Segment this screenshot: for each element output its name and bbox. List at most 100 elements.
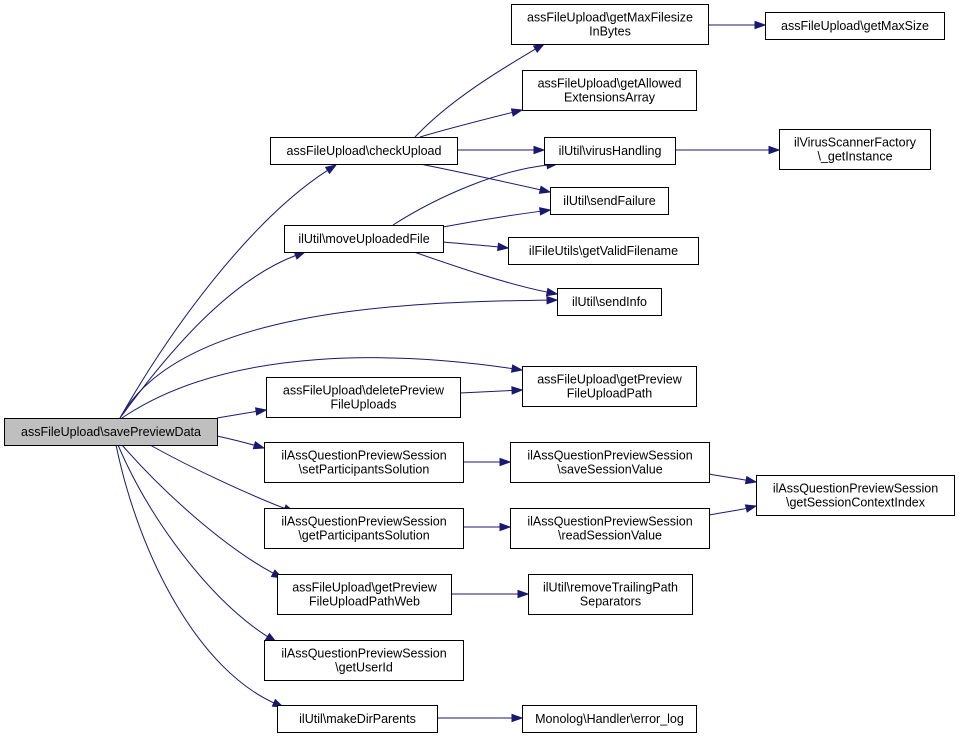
node-getMaxSize[interactable]: assFileUpload\getMaxSize: [765, 12, 945, 40]
node-setParticipantsSolution[interactable]: ilAssQuestionPreviewSession\setParticipa…: [264, 442, 464, 483]
node-label-line: \getParticipantsSolution: [298, 529, 429, 543]
node-label-line: assFileUpload\getAllowed: [538, 77, 682, 91]
node-checkUpload[interactable]: assFileUpload\checkUpload: [270, 137, 458, 165]
arrowhead-icon: [511, 713, 524, 723]
edge-checkUpload-to-virusHandling: [456, 145, 546, 155]
edge-virusHandling-to-virusScannerGetInstance: [674, 145, 781, 155]
node-box: [756, 475, 955, 516]
node-box: [557, 288, 662, 316]
edge-makeDirParents-to-errorLog: [437, 713, 524, 723]
edge-moveUploadedFile-to-getValidFilename: [442, 241, 510, 252]
node-box: [779, 129, 931, 170]
node-box: [270, 137, 458, 165]
arrowhead-icon: [510, 364, 524, 373]
node-label-line: ilUtil\moveUploadedFile: [298, 232, 429, 246]
edge-saveCallerRoot-to-getPreviewFileUploadPath: [121, 357, 524, 419]
node-getSessionContextIndex[interactable]: ilAssQuestionPreviewSession\getSessionCo…: [756, 475, 955, 516]
arrowhead-icon: [499, 457, 512, 467]
edge-line: [119, 299, 549, 419]
node-box: [550, 187, 669, 215]
arrowhead-icon: [324, 164, 338, 175]
node-label-line: ilUtil\makeDirParents: [299, 712, 416, 726]
node-label-line: ilUtil\virusHandling: [559, 144, 662, 158]
node-virusScannerGetInstance[interactable]: ilVirusScannerFactory\_getInstance: [779, 129, 931, 170]
edge-line: [419, 163, 542, 191]
edge-saveCallerRoot-to-makeDirParents: [115, 444, 285, 708]
node-box: [284, 225, 444, 253]
node-label-line: Separators: [580, 595, 641, 609]
node-readSessionValue[interactable]: ilAssQuestionPreviewSession\readSessionV…: [510, 508, 710, 549]
node-virusHandling[interactable]: ilUtil\virusHandling: [544, 137, 676, 165]
node-box: [264, 640, 464, 681]
node-label-line: Monolog\Handler\error_log: [535, 712, 684, 726]
node-label-line: assFileUpload\checkUpload: [287, 144, 442, 158]
node-box: [522, 70, 697, 111]
node-makeDirParents[interactable]: ilUtil\makeDirParents: [277, 705, 438, 733]
node-box: [4, 418, 218, 446]
node-label-line: ilAssQuestionPreviewSession: [527, 449, 692, 463]
node-label-line: \_getInstance: [817, 150, 892, 164]
edge-line: [459, 389, 514, 394]
node-label-line: ilAssQuestionPreviewSession: [527, 515, 692, 529]
node-getPreviewFileUploadPathWeb[interactable]: assFileUpload\getPreviewFileUploadPathWe…: [277, 574, 452, 615]
edge-line: [419, 111, 514, 138]
node-moveUploadedFile[interactable]: ilUtil\moveUploadedFile: [284, 225, 444, 253]
node-box: [528, 574, 693, 615]
edge-moveUploadedFile-to-sendInfo: [413, 251, 559, 297]
node-sendInfo[interactable]: ilUtil\sendInfo: [557, 288, 662, 316]
node-box: [522, 366, 697, 407]
node-box: [765, 12, 945, 40]
node-label-line: FileUploadPathWeb: [309, 595, 420, 609]
node-label-line: assFileUpload\getPreview: [537, 373, 682, 387]
edge-line: [442, 241, 500, 248]
node-label-line: assFileUpload\savePreviewData: [21, 425, 201, 439]
node-getParticipantsSolution[interactable]: ilAssQuestionPreviewSession\getParticipa…: [264, 508, 464, 549]
node-box: [511, 4, 709, 45]
node-label-line: InBytes: [589, 25, 631, 39]
edge-line: [121, 444, 275, 575]
edge-line: [149, 444, 286, 510]
arrowhead-icon: [744, 475, 758, 485]
node-box: [508, 237, 699, 265]
node-box: [277, 705, 438, 733]
node-label-line: assFileUpload\getMaxSize: [781, 19, 929, 33]
arrowhead-icon: [254, 407, 268, 416]
node-saveCallerRoot: assFileUpload\savePreviewData: [4, 418, 218, 446]
arrowhead-icon: [499, 522, 512, 532]
node-label-line: FileUploadPath: [567, 387, 653, 401]
node-box: [277, 574, 452, 615]
node-label-line: \getUserId: [335, 661, 393, 675]
edge-readSessionValue-to-getSessionContextIndex: [708, 504, 758, 516]
edge-saveCallerRoot-to-deletePreviewFileUploads: [216, 407, 268, 419]
edge-saveSessionValue-to-getSessionContextIndex: [708, 473, 758, 485]
edge-saveCallerRoot-to-sendInfo: [119, 295, 559, 419]
edge-getParticipantsSolution-to-readSessionValue: [463, 522, 512, 532]
node-sendFailure[interactable]: ilUtil\sendFailure: [550, 187, 669, 215]
arrowhead-icon: [517, 589, 530, 599]
edge-line: [392, 164, 549, 226]
edge-line: [414, 48, 537, 138]
edge-line: [115, 444, 275, 704]
node-label-line: ilVirusScannerFactory: [794, 136, 917, 150]
arrowhead-icon: [768, 145, 781, 155]
edge-line: [708, 473, 748, 481]
arrowhead-icon: [252, 440, 266, 450]
node-label-line: ilAssQuestionPreviewSession: [281, 449, 446, 463]
node-box: [264, 508, 464, 549]
edge-checkUpload-to-sendFailure: [419, 163, 552, 194]
node-box: [522, 705, 697, 733]
node-saveSessionValue[interactable]: ilAssQuestionPreviewSession\saveSessionV…: [510, 442, 710, 483]
edge-saveCallerRoot-to-getPreviewFileUploadPathWeb: [121, 444, 284, 579]
node-label-line: ilAssQuestionPreviewSession: [773, 482, 938, 496]
edge-saveCallerRoot-to-getUserId: [117, 444, 278, 643]
edge-moveUploadedFile-to-sendFailure: [442, 207, 552, 228]
node-getUserId[interactable]: ilAssQuestionPreviewSession\getUserId: [264, 640, 464, 681]
node-errorLog[interactable]: Monolog\Handler\error_log: [522, 705, 697, 733]
node-getValidFilename[interactable]: ilFileUtils\getValidFilename: [508, 237, 699, 265]
